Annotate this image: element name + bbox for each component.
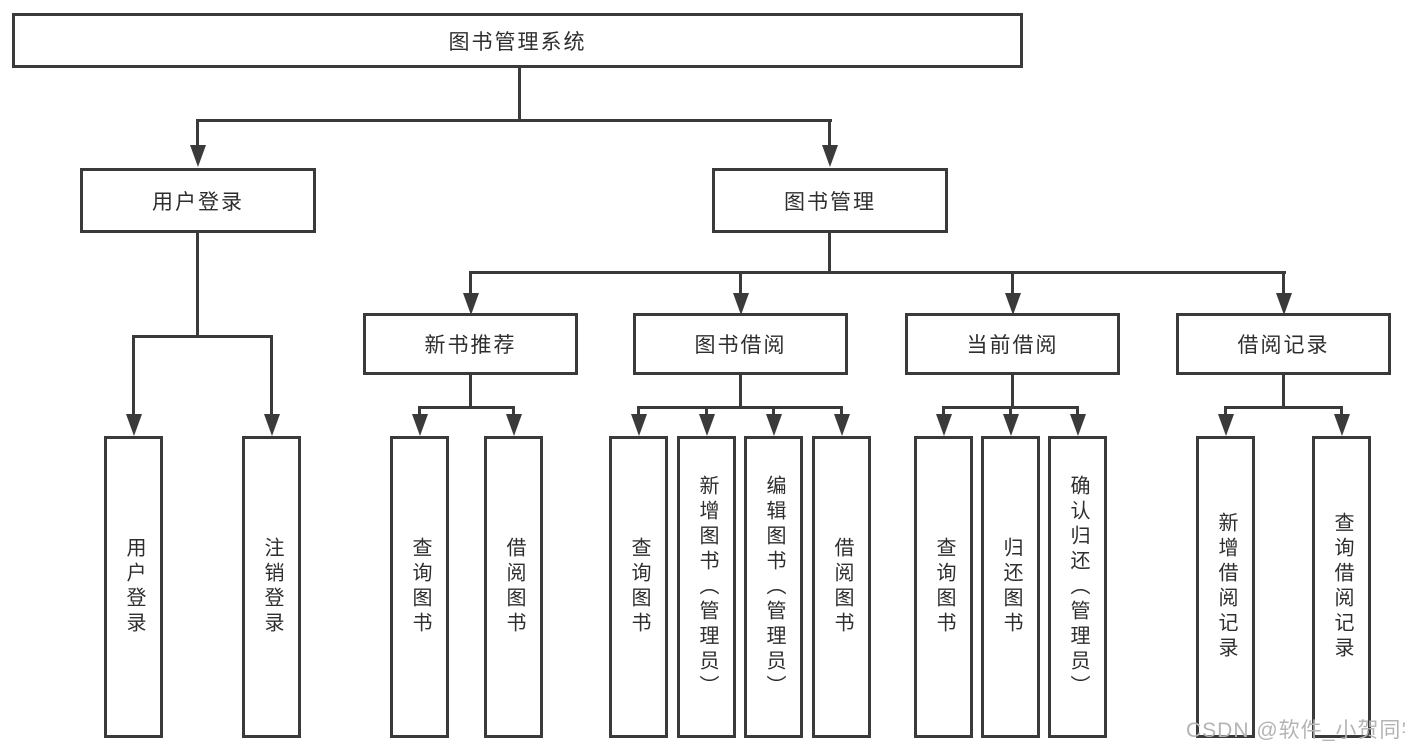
leaf-logout-label: 注销登录 xyxy=(261,537,283,637)
connector-drop-query-record xyxy=(1340,406,1343,418)
arrowhead-borrow-records xyxy=(1276,293,1292,315)
arrowhead-recommend-borrow xyxy=(506,414,522,436)
arrowhead-current-query xyxy=(936,414,952,436)
arrowhead-borrow-books xyxy=(834,414,850,436)
node-user-login-label: 用户登录 xyxy=(152,190,244,214)
connector-drop-leaf-logout xyxy=(270,335,273,416)
leaf-recommend-query-books-label: 查询图书 xyxy=(409,537,431,637)
connector-root-branch xyxy=(196,119,832,122)
leaf-confirm-return-admin-label: 确认归还（管理员） xyxy=(1067,474,1089,700)
connector-drop-new-book xyxy=(469,271,472,295)
leaf-add-borrow-record-label: 新增借阅记录 xyxy=(1215,512,1237,662)
connector-new-book-branch xyxy=(418,406,515,409)
connector-records-branch xyxy=(1224,406,1343,409)
leaf-recommend-borrow-books-label: 借阅图书 xyxy=(503,537,525,637)
leaf-user-login-label: 用户登录 xyxy=(123,537,145,637)
leaf-borrow-query-books: 查询图书 xyxy=(609,436,668,738)
connector-current-stem xyxy=(1011,375,1014,409)
connector-drop-add-record xyxy=(1224,406,1227,418)
connector-drop-user-login xyxy=(196,119,199,147)
connector-drop-edit-books xyxy=(772,406,775,418)
node-current-borrow-label: 当前借阅 xyxy=(966,334,1059,357)
arrowhead-leaf-user-login xyxy=(126,414,142,436)
leaf-current-query-books-label: 查询图书 xyxy=(933,537,955,637)
connector-drop-recommend-query xyxy=(418,406,421,418)
leaf-borrow-query-books-label: 查询图书 xyxy=(628,537,650,637)
arrowhead-user-login xyxy=(190,145,206,167)
leaf-edit-books-admin: 编辑图书（管理员） xyxy=(744,436,803,738)
arrowhead-confirm-return xyxy=(1070,414,1086,436)
leaf-confirm-return-admin: 确认归还（管理员） xyxy=(1048,436,1107,738)
arrowhead-add-record xyxy=(1218,414,1234,436)
leaf-user-login: 用户登录 xyxy=(104,436,163,738)
connector-drop-return-books xyxy=(1009,406,1012,418)
connector-drop-book-borrow xyxy=(739,271,742,295)
leaf-query-borrow-record-label: 查询借阅记录 xyxy=(1331,512,1353,662)
arrowhead-add-books xyxy=(699,414,715,436)
leaf-current-query-books: 查询图书 xyxy=(914,436,973,738)
connector-drop-recommend-borrow xyxy=(512,406,515,418)
node-borrow-records: 借阅记录 xyxy=(1176,313,1391,375)
leaf-borrow-books-label: 借阅图书 xyxy=(831,537,853,637)
node-root: 图书管理系统 xyxy=(12,13,1023,68)
leaf-query-borrow-record: 查询借阅记录 xyxy=(1312,436,1371,738)
connector-records-stem xyxy=(1282,375,1285,409)
connector-root-stem xyxy=(518,68,521,122)
node-book-management-label: 图书管理 xyxy=(784,190,876,214)
csdn-watermark: CSDN @软件_小贺同学 xyxy=(1186,719,1405,742)
node-book-borrow-label: 图书借阅 xyxy=(694,334,787,357)
connector-drop-book-management xyxy=(828,119,831,147)
connector-new-book-stem xyxy=(469,375,472,409)
leaf-return-books-label: 归还图书 xyxy=(1000,537,1022,637)
arrowhead-book-management xyxy=(822,145,838,167)
leaf-borrow-books: 借阅图书 xyxy=(812,436,871,738)
node-user-login: 用户登录 xyxy=(80,168,316,233)
leaf-recommend-query-books: 查询图书 xyxy=(390,436,449,738)
node-new-book-recommend: 新书推荐 xyxy=(363,313,578,375)
arrowhead-current-borrow xyxy=(1005,293,1021,315)
node-book-borrow: 图书借阅 xyxy=(633,313,848,375)
connector-book-branch xyxy=(469,271,1286,274)
arrowhead-leaf-logout xyxy=(264,414,280,436)
connector-drop-current-query xyxy=(942,406,945,418)
arrowhead-return-books xyxy=(1003,414,1019,436)
connector-borrow-stem xyxy=(739,375,742,409)
connector-drop-borrow-books xyxy=(840,406,843,418)
node-book-management: 图书管理 xyxy=(712,168,948,233)
connector-drop-add-books xyxy=(705,406,708,418)
node-new-book-recommend-label: 新书推荐 xyxy=(424,334,517,357)
connector-borrow-branch xyxy=(637,406,843,409)
leaf-logout: 注销登录 xyxy=(242,436,301,738)
connector-user-branch xyxy=(132,335,273,338)
leaf-add-books-admin: 新增图书（管理员） xyxy=(677,436,736,738)
connector-user-stem xyxy=(196,233,199,338)
arrowhead-edit-books xyxy=(766,414,782,436)
connector-book-stem xyxy=(828,233,831,273)
node-root-label: 图书管理系统 xyxy=(448,30,587,54)
leaf-add-books-admin-label: 新增图书（管理员） xyxy=(696,474,718,700)
leaf-edit-books-admin-label: 编辑图书（管理员） xyxy=(763,474,785,700)
connector-drop-current-borrow xyxy=(1011,271,1014,295)
connector-drop-borrow-records xyxy=(1282,271,1285,295)
arrowhead-book-borrow xyxy=(733,293,749,315)
arrowhead-new-book xyxy=(463,293,479,315)
connector-drop-confirm-return xyxy=(1076,406,1079,418)
leaf-add-borrow-record: 新增借阅记录 xyxy=(1196,436,1255,738)
leaf-recommend-borrow-books: 借阅图书 xyxy=(484,436,543,738)
leaf-return-books: 归还图书 xyxy=(981,436,1040,738)
arrowhead-borrow-query xyxy=(631,414,647,436)
arrowhead-recommend-query xyxy=(412,414,428,436)
node-current-borrow: 当前借阅 xyxy=(905,313,1120,375)
node-borrow-records-label: 借阅记录 xyxy=(1237,334,1330,357)
connector-drop-borrow-query xyxy=(637,406,640,418)
connector-drop-leaf-user-login xyxy=(132,335,135,416)
arrowhead-query-record xyxy=(1334,414,1350,436)
